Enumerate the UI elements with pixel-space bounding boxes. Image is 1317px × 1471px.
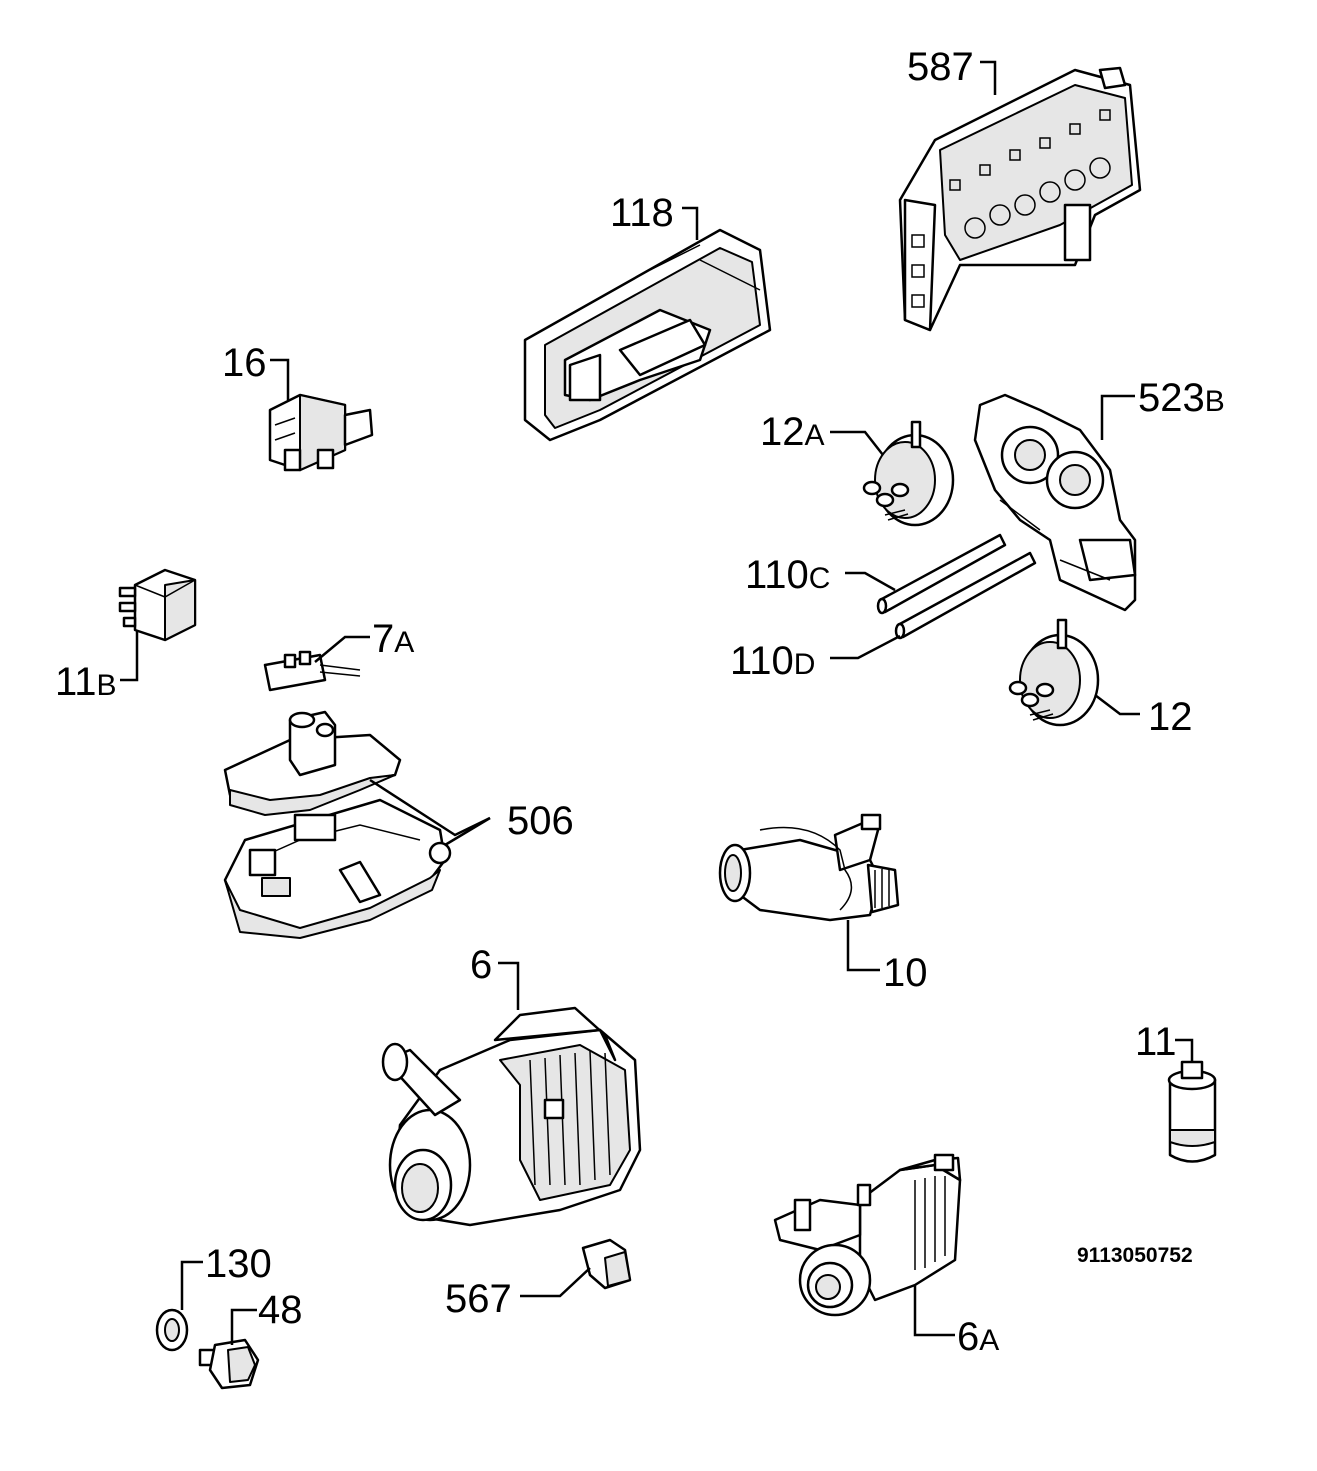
leader-523B [1100, 394, 1135, 440]
part-12A-pressure-switch [862, 420, 955, 527]
label-6A: 6A [957, 1315, 999, 1359]
leader-11B [120, 630, 139, 682]
leader-10 [846, 920, 880, 972]
leader-110C [845, 571, 896, 592]
leader-118 [682, 206, 699, 240]
leader-48 [230, 1308, 257, 1345]
part-6A-drain-pump [773, 1153, 962, 1317]
part-6-circulation-pump [381, 1006, 642, 1227]
label-587: 587 [907, 45, 974, 89]
label-16: 16 [222, 341, 267, 385]
label-48: 48 [258, 1288, 303, 1332]
label-567: 567 [445, 1277, 512, 1321]
part-12-pressure-switch [1008, 618, 1100, 727]
label-130: 130 [205, 1242, 272, 1286]
label-110D: 110D [730, 639, 815, 683]
label-12: 12 [1148, 695, 1193, 739]
leader-567 [520, 1267, 591, 1298]
part-48-plug [198, 1338, 260, 1390]
leader-12A [830, 430, 884, 456]
label-110C: 110C [745, 553, 830, 597]
label-523B: 523B [1138, 376, 1225, 420]
part-523B-bracket [973, 393, 1137, 612]
label-118: 118 [610, 191, 674, 235]
part-118-control-panel [523, 228, 772, 442]
label-10: 10 [883, 951, 928, 995]
part-10-heater [718, 813, 900, 922]
leader-16 [270, 358, 290, 400]
part-11-capacitor [1167, 1060, 1217, 1163]
part-7A-micro-switch [263, 650, 361, 692]
part-567-clip [581, 1238, 632, 1290]
leader-lines [120, 60, 1194, 1345]
leader-506-b [444, 816, 491, 847]
leader-7A [314, 635, 370, 663]
part-506-float-lower [223, 798, 452, 939]
label-12A: 12A [760, 410, 825, 454]
part-587-control-module [898, 66, 1142, 332]
leader-130 [180, 1260, 203, 1310]
part-110C-hose [876, 533, 1007, 615]
document-number: 9113050752 [1077, 1244, 1193, 1267]
part-11B-relay [118, 568, 197, 642]
leader-587 [980, 60, 997, 95]
callout-labels: 587 118 16 12A 523B 110C 110D 12 11B 7A … [55, 45, 1225, 1359]
label-506: 506 [507, 799, 574, 843]
leader-11 [1175, 1038, 1194, 1062]
part-130-seal-ring [155, 1308, 189, 1352]
leader-110D [830, 634, 901, 660]
label-11B: 11B [55, 660, 117, 704]
leader-12 [1094, 694, 1140, 716]
label-7A: 7A [372, 617, 414, 661]
label-11: 11 [1135, 1020, 1177, 1064]
part-506-float-upper [223, 710, 402, 816]
leader-6 [498, 961, 520, 1010]
part-16-door-switch [268, 393, 374, 472]
part-110D-hose [894, 551, 1037, 640]
leader-6A [913, 1285, 955, 1337]
label-6: 6 [470, 943, 492, 987]
